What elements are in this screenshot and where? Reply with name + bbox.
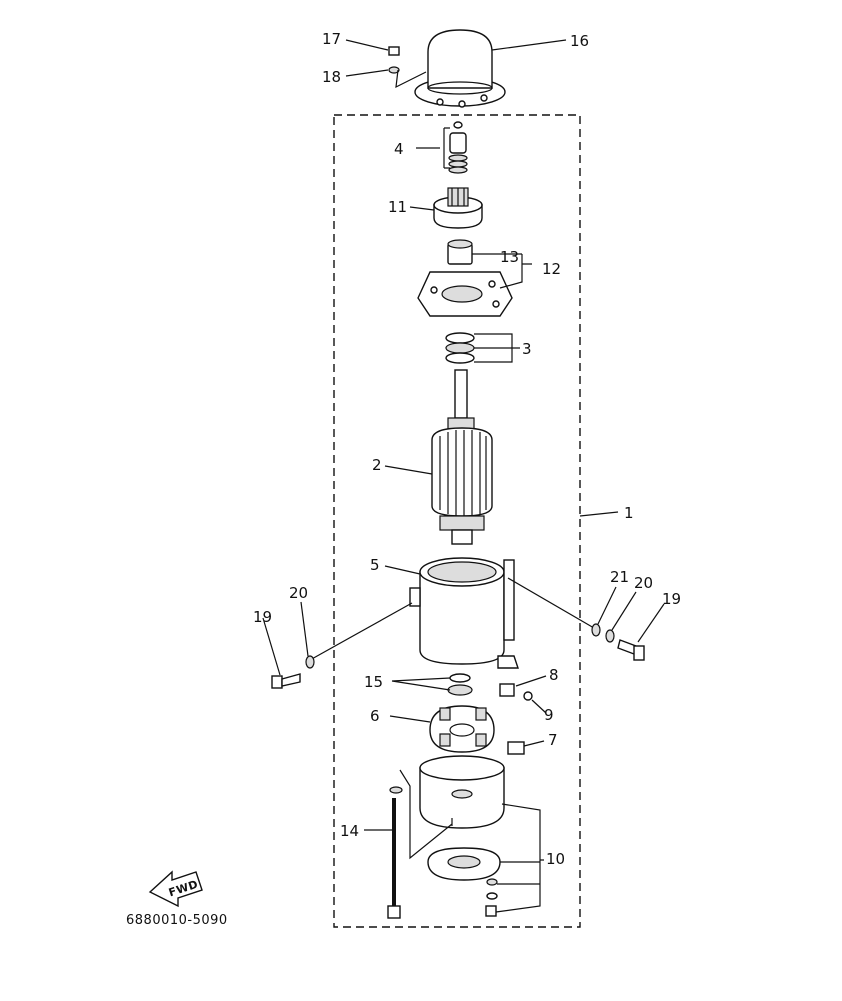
assembly-boundary bbox=[333, 114, 581, 928]
callout-15: 15 bbox=[364, 673, 383, 691]
fwd-arrow-icon: FWD bbox=[148, 870, 203, 908]
part-11-pinion bbox=[433, 187, 483, 229]
part-12-front-bracket bbox=[417, 271, 513, 317]
callout-11: 11 bbox=[388, 198, 407, 216]
callout-12: 12 bbox=[542, 260, 561, 278]
callout-3: 3 bbox=[522, 340, 532, 358]
part-7-brush bbox=[507, 741, 525, 755]
callout-18: 18 bbox=[322, 68, 341, 86]
part-14-through-bolt bbox=[387, 786, 403, 919]
callout-20-right: 20 bbox=[634, 574, 653, 592]
part-16-cover bbox=[414, 29, 506, 108]
part-21-washer-right bbox=[591, 623, 601, 637]
callout-17: 17 bbox=[322, 30, 341, 48]
diagram-part-number: 6880010-5090 bbox=[126, 913, 228, 928]
part-20-washer-right bbox=[605, 629, 615, 643]
part-19-bolt-right bbox=[617, 639, 645, 661]
callout-4: 4 bbox=[394, 140, 404, 158]
callout-16: 16 bbox=[570, 32, 589, 50]
callout-21: 21 bbox=[610, 568, 629, 586]
callout-19-left: 19 bbox=[253, 608, 272, 626]
part-13-bush bbox=[447, 239, 473, 265]
part-8-brush bbox=[499, 683, 515, 697]
callout-1: 1 bbox=[624, 504, 634, 522]
part-6-brush-holder bbox=[429, 705, 495, 753]
part-19-bolt-left bbox=[271, 673, 301, 689]
callout-19-right: 19 bbox=[662, 590, 681, 608]
part-3-washers bbox=[445, 332, 475, 364]
callout-10: 10 bbox=[546, 850, 565, 868]
callout-9: 9 bbox=[544, 706, 554, 724]
callout-2: 2 bbox=[372, 456, 382, 474]
callout-6: 6 bbox=[370, 707, 380, 725]
callout-5: 5 bbox=[370, 556, 380, 574]
part-15-washers bbox=[447, 673, 473, 696]
callout-7: 7 bbox=[548, 731, 558, 749]
part-10-rear-bracket bbox=[419, 755, 505, 917]
part-5-yoke bbox=[409, 557, 519, 669]
part-20-washer-left bbox=[305, 655, 315, 669]
part-17-screw bbox=[388, 46, 400, 56]
callout-14: 14 bbox=[340, 822, 359, 840]
callout-8: 8 bbox=[549, 666, 559, 684]
callout-13: 13 bbox=[500, 248, 519, 266]
part-18-washer bbox=[388, 66, 400, 74]
part-4-set bbox=[448, 121, 468, 174]
part-9-screw bbox=[523, 691, 533, 701]
callout-20-left: 20 bbox=[289, 584, 308, 602]
part-2-armature bbox=[431, 369, 493, 545]
